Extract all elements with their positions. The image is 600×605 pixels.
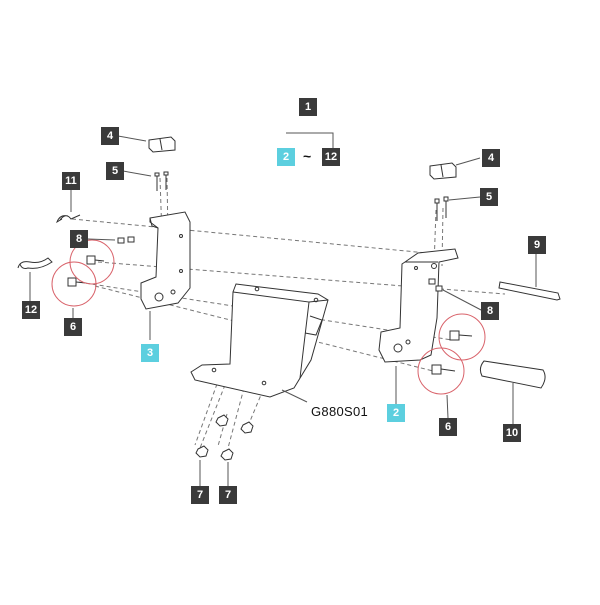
hex-nut [215, 414, 229, 427]
callout-pin-clip: 12 [22, 301, 40, 319]
bracket-left [140, 211, 191, 310]
highlight-circle [417, 347, 465, 395]
callout-bolt-right: 6 [439, 418, 457, 436]
highlight-circle [438, 313, 486, 361]
reference-code: G880S01 [311, 404, 369, 419]
hex-nut [195, 445, 209, 458]
callout-screw-right: 5 [480, 188, 498, 206]
callout-nut-left: 8 [70, 230, 88, 248]
callout-pin-long: 9 [528, 236, 546, 254]
pin-clip-part [17, 257, 53, 269]
short-pin [479, 360, 546, 389]
callout-cap-right: 4 [482, 149, 500, 167]
cap-right [429, 162, 457, 180]
callout-nut-right: 8 [481, 302, 499, 320]
assembly-range-bracket [286, 132, 334, 150]
mounting-plate [190, 283, 329, 398]
callout-bracket-right: 2 [387, 404, 405, 422]
long-pin [498, 281, 561, 301]
cap-left [148, 136, 176, 153]
highlight-circle [51, 261, 97, 307]
callout-nut-bottom-1: 7 [191, 486, 209, 504]
callout-assembly: 1 [299, 98, 317, 116]
callout-clip: 11 [62, 172, 80, 190]
callout-nut-bottom-2: 7 [219, 486, 237, 504]
hex-nut [240, 421, 254, 434]
callout-cap-left: 4 [101, 127, 119, 145]
callout-range-end: 12 [322, 148, 340, 166]
bracket-right [378, 248, 459, 363]
callout-screw-left: 5 [106, 162, 124, 180]
range-separator: ~ [303, 148, 312, 164]
callout-bracket-left: 3 [141, 344, 159, 362]
callout-bolt-left: 6 [64, 318, 82, 336]
callout-range-start: 2 [277, 148, 295, 166]
alignment-line-mid [97, 261, 506, 295]
hex-nut [220, 448, 234, 461]
callout-pin-short: 10 [503, 424, 521, 442]
clip-part [56, 214, 81, 224]
